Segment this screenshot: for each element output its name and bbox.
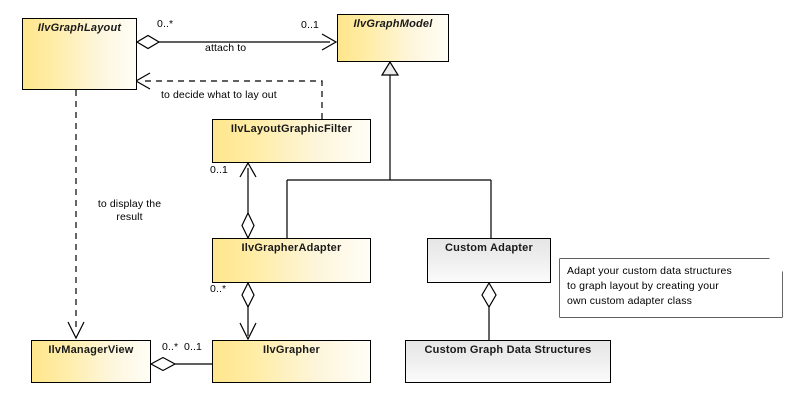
class-name-ilvmanagerview: IlvManagerView: [48, 344, 134, 356]
class-name-ilvgraphmodel: IlvGraphModel: [353, 18, 433, 30]
class-box-custom-adapter[interactable]: Custom Adapter: [427, 238, 551, 283]
multiplicity-adapter-to-grapher: 0..*: [210, 283, 227, 295]
note-custom-adapter: Adapt your custom data structures to gra…: [560, 259, 782, 317]
class-name-ilvgraphlayout: IlvGraphLayout: [37, 22, 122, 34]
note-text: Adapt your custom data structures to gra…: [567, 265, 732, 307]
multiplicity-view-to-grapher-target: 0..1: [184, 341, 202, 353]
class-box-ilvgrapher[interactable]: IlvGrapher: [212, 340, 371, 383]
multiplicity-layout-to-model-source: 0..*: [157, 18, 174, 30]
class-box-ilvgrapheradapter[interactable]: IlvGrapherAdapter: [212, 238, 371, 283]
class-name-ilvgrapher: IlvGrapher: [262, 344, 321, 356]
multiplicity-layout-to-model-target: 0..1: [301, 19, 319, 31]
edge-label-attach-to: attach to: [205, 42, 247, 54]
class-name-ilvlayoutgraphicfilter: IlvLayoutGraphicFilter: [230, 123, 353, 135]
class-box-ilvmanagerview[interactable]: IlvManagerView: [31, 340, 151, 383]
class-box-custom-graph-data-structures[interactable]: Custom Graph Data Structures: [405, 340, 611, 383]
edge-custom-adapter-to-data: [481, 281, 497, 340]
multiplicity-adapter-to-filter: 0..1: [210, 164, 228, 176]
class-box-ilvgraphmodel[interactable]: IlvGraphModel: [337, 14, 449, 62]
edge-label-display-result-line2: result: [116, 211, 143, 223]
edge-adapter-to-filter: [239, 161, 257, 240]
edge-label-display-result-line1: to display the: [97, 198, 162, 210]
class-box-ilvgraphlayout[interactable]: IlvGraphLayout: [22, 18, 137, 90]
edge-managerview-to-grapher: [149, 356, 212, 372]
class-name-ilvgrapheradapter: IlvGrapherAdapter: [241, 242, 342, 254]
edge-adapter-to-grapher: [239, 281, 257, 341]
class-name-custom-adapter: Custom Adapter: [445, 242, 533, 254]
class-box-ilvlayoutgraphicfilter[interactable]: IlvLayoutGraphicFilter: [212, 119, 371, 163]
edge-label-decide-what-to-lay-out: to decide what to lay out: [161, 89, 277, 101]
class-name-custom-graph-data-structures: Custom Graph Data Structures: [424, 344, 592, 356]
multiplicity-view-to-grapher-source: 0..*: [162, 341, 179, 353]
